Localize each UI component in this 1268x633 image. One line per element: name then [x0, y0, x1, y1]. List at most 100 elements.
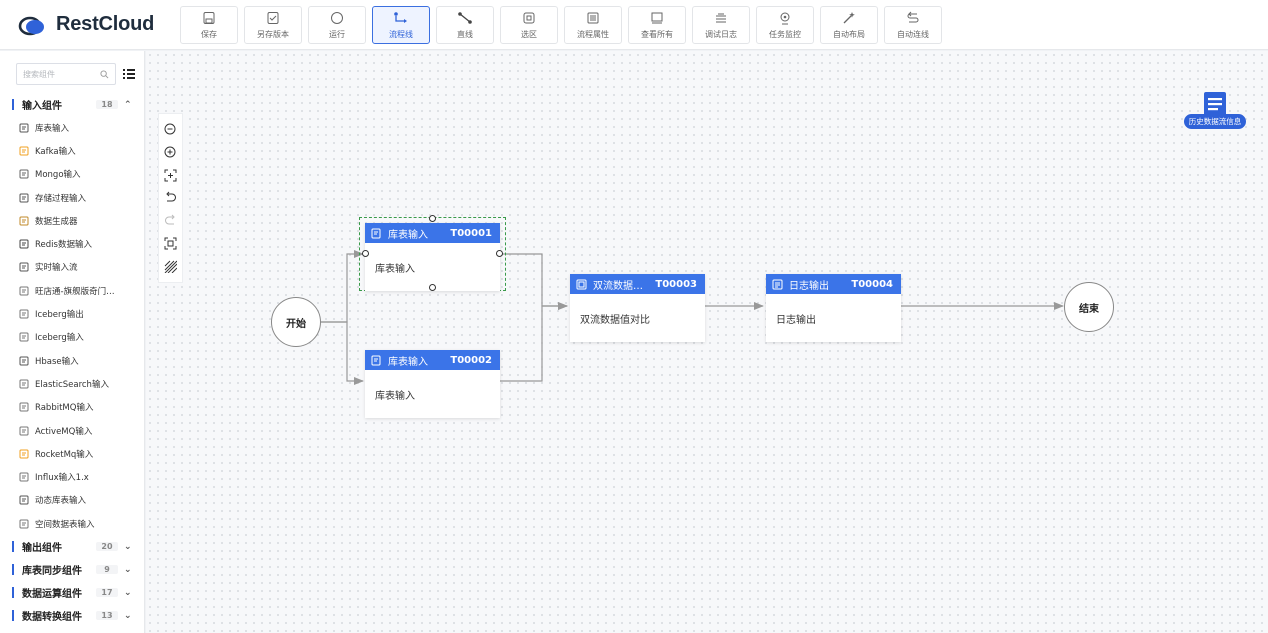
plugin-icon [19, 472, 29, 482]
edge-start-to-t00002 [321, 321, 364, 385]
sidebar-item[interactable]: Mongo输入 [0, 163, 144, 186]
history-dataflow-button[interactable]: 历史数据流信息 [1180, 90, 1250, 130]
table-input-icon [19, 356, 29, 366]
flow-node-t00001[interactable]: 库表输入 T00001 库表输入 [365, 223, 500, 291]
view-all-icon [648, 9, 666, 27]
save-version-button[interactable]: 另存版本 [244, 5, 302, 44]
end-node[interactable]: 结束 [1064, 282, 1114, 332]
task-monitor-button[interactable]: 任务监控 [756, 5, 814, 44]
list-view-icon[interactable] [122, 67, 136, 81]
document-list-icon [1204, 92, 1226, 116]
zoom-in-icon[interactable] [164, 145, 178, 159]
plugin-icon [19, 426, 29, 436]
node-body: 日志输出 [776, 314, 816, 326]
toolbar: 保存 另存版本 运行 流程线 直线 选区 [180, 5, 942, 44]
start-node[interactable]: 开始 [271, 297, 321, 347]
sidebar-item[interactable]: RocketMq输入 [0, 442, 144, 465]
group-count-badge: 18 [96, 100, 118, 109]
edge-start-to-t00001 [321, 250, 364, 323]
sidebar-item[interactable]: 旺店通-旗舰版奇门… [0, 279, 144, 302]
sidebar-item[interactable]: 库表输入 [0, 116, 144, 139]
select-area-button[interactable]: 选区 [500, 5, 558, 44]
search-row: 搜索组件 [0, 51, 144, 93]
select-area-icon [520, 9, 538, 27]
canvas-tool-bar [158, 113, 183, 283]
connect-handle-bottom[interactable] [429, 284, 436, 291]
sidebar-item[interactable]: 实时输入流 [0, 256, 144, 279]
sidebar-item[interactable]: Iceberg输出 [0, 302, 144, 325]
chevron-up-icon: ⌃ [124, 99, 132, 110]
zoom-out-icon[interactable] [164, 122, 178, 136]
plugin-icon [19, 379, 29, 389]
undo-icon[interactable] [164, 191, 178, 205]
flow-node-t00002[interactable]: 库表输入 T00002 库表输入 [365, 350, 500, 418]
group-accent-bar [12, 564, 14, 576]
kafka-icon [19, 146, 29, 156]
plugin-icon [19, 286, 29, 296]
sidebar-item[interactable]: 动态库表输入 [0, 489, 144, 512]
sidebar-item[interactable]: Hbase输入 [0, 349, 144, 372]
mongo-icon [19, 169, 29, 179]
chevron-down-icon: ⌄ [124, 587, 132, 598]
chevron-down-icon: ⌄ [124, 610, 132, 621]
generator-icon [19, 216, 29, 226]
top-header: RestCloud 保存 另存版本 运行 流程线 直线 [0, 0, 1268, 50]
run-button[interactable]: 运行 [308, 5, 366, 44]
sidebar-item[interactable]: Kafka输入 [0, 139, 144, 162]
sidebar-item[interactable]: Influx输入1.x [0, 465, 144, 488]
view-all-button[interactable]: 查看所有 [628, 5, 686, 44]
plugin-icon [19, 332, 29, 342]
chevron-down-icon: ⌄ [124, 541, 132, 552]
flow-canvas[interactable] [146, 51, 1268, 633]
group-accent-bar [12, 587, 14, 599]
fit-view-icon[interactable] [164, 168, 178, 182]
straight-line-button[interactable]: 直线 [436, 5, 494, 44]
debug-log-button[interactable]: 调试日志 [692, 5, 750, 44]
sidebar-item[interactable]: Iceberg输入 [0, 326, 144, 349]
stream-icon [19, 262, 29, 272]
group-input-components[interactable]: 输入组件 18 ⌃ [0, 93, 144, 116]
edge-t00002-to-t00003 [500, 302, 568, 382]
auto-connect-button[interactable]: 自动连线 [884, 5, 942, 44]
sidebar-item[interactable]: 数据生成器 [0, 209, 144, 232]
flow-line-button[interactable]: 流程线 [372, 5, 430, 44]
group-accent-bar [12, 610, 14, 622]
plugin-icon [19, 402, 29, 412]
flow-properties-button[interactable]: 流程属性 [564, 5, 622, 44]
redo-icon[interactable] [164, 214, 178, 228]
node-header: 库表输入 T00002 [365, 350, 500, 370]
flow-node-t00004[interactable]: 日志输出 T00004 日志输出 [766, 274, 901, 342]
auto-layout-button[interactable]: 自动布局 [820, 5, 878, 44]
debug-log-icon [712, 9, 730, 27]
save-button[interactable]: 保存 [180, 5, 238, 44]
node-body: 库表输入 [375, 390, 415, 402]
actual-size-icon[interactable] [164, 237, 178, 251]
sidebar-item[interactable]: RabbitMQ输入 [0, 396, 144, 419]
sidebar-item[interactable]: Redis数据输入 [0, 232, 144, 255]
redis-icon [19, 239, 29, 249]
sidebar-item[interactable]: 空间数据表输入 [0, 512, 144, 535]
connect-handle-left[interactable] [362, 250, 369, 257]
sidebar-item[interactable]: 存储过程输入 [0, 186, 144, 209]
flow-node-t00003[interactable]: 双流数据… T00003 双流数据值对比 [570, 274, 705, 342]
sidebar-item[interactable]: ActiveMQ输入 [0, 419, 144, 442]
brand-name: RestCloud [56, 13, 155, 35]
run-icon [328, 9, 346, 27]
plugin-icon [19, 309, 29, 319]
sidebar-item[interactable]: ElasticSearch输入 [0, 372, 144, 395]
node-header: 双流数据… T00003 [570, 274, 705, 294]
connect-handle-top[interactable] [429, 215, 436, 222]
component-search-input[interactable]: 搜索组件 [16, 63, 116, 85]
group-accent-bar [12, 541, 14, 553]
connect-handle-right[interactable] [496, 250, 503, 257]
table-input-icon [19, 123, 29, 133]
log-output-icon [772, 279, 783, 289]
save-icon [200, 9, 218, 27]
grid-toggle-icon[interactable] [164, 259, 178, 273]
